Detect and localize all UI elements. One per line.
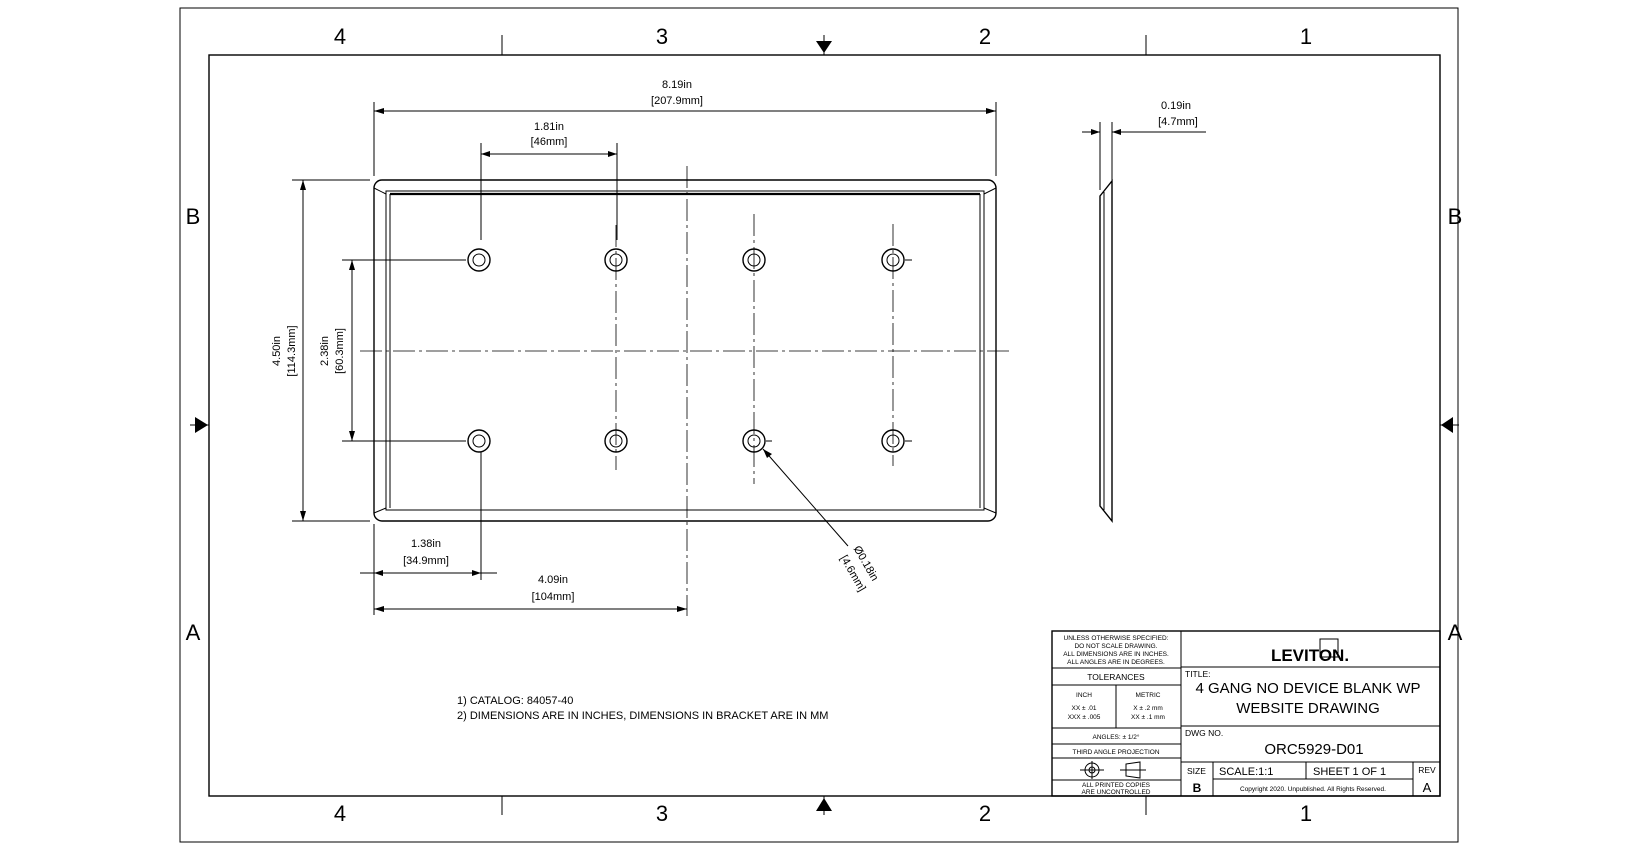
note-catalog: 1) CATALOG: 84057-40 (457, 695, 573, 707)
dim-overall-height-inch: 4.50in (271, 336, 283, 366)
screw-holes (467, 248, 912, 453)
tb-copyright: Copyright 2020. Unpublished. All Rights … (1240, 786, 1386, 793)
zone-col-top-4: 4 (334, 24, 346, 49)
zone-ticks (190, 35, 1459, 815)
dim-edge-to-center-inch: 4.09in (538, 574, 568, 586)
tb-unless-line-1: UNLESS OTHERWISE SPECIFIED: (1064, 635, 1169, 642)
third-angle-projection-icon (1080, 761, 1146, 779)
tb-rev-value: A (1423, 780, 1432, 795)
zone-col-bottom-3: 3 (656, 801, 668, 826)
tb-metric-tol-2: XX ± .1 mm (1131, 714, 1165, 721)
tb-tolerances-label: TOLERANCES (1087, 672, 1145, 682)
dim-overall-width-mm: [207.9mm] (651, 95, 703, 107)
zone-col-bottom-4: 4 (334, 801, 346, 826)
tb-title-line-1: 4 GANG NO DEVICE BLANK WP (1195, 680, 1420, 697)
zone-row-left-b: B (186, 204, 201, 229)
dim-hole-spacing-mm: [46mm] (531, 136, 568, 148)
screw-hole (467, 429, 491, 453)
screw-hole (604, 429, 628, 453)
screw-hole (742, 248, 766, 272)
tb-size-value: B (1193, 781, 1202, 795)
tb-rev-label: REV (1418, 765, 1436, 775)
leviton-logo-text: LEVITON. (1271, 646, 1349, 665)
centerlines (360, 166, 1012, 616)
dim-hole-vertical: 2.38in [60.3mm] (319, 259, 466, 442)
tb-metric-label: METRIC (1136, 692, 1161, 699)
tb-unless-line-3: ALL DIMENSIONS ARE IN INCHES. (1063, 651, 1169, 658)
dim-overall-width: 8.19in [207.9mm] (373, 79, 997, 176)
tb-angles: ANGLES: ± 1/2° (1093, 733, 1140, 741)
screw-hole (881, 248, 905, 272)
screw-hole (881, 429, 905, 453)
zone-col-top-1: 1 (1300, 24, 1312, 49)
zone-col-top-3: 3 (656, 24, 668, 49)
title-block (1051, 630, 1441, 797)
dim-hole-vertical-inch: 2.38in (319, 336, 331, 366)
tb-inch-tol-1: XX ± .01 (1072, 705, 1097, 712)
zone-row-right-a: A (1448, 620, 1463, 645)
dim-overall-height-mm: [114.3mm] (286, 325, 298, 376)
tb-metric-tol-1: X ± .2 mm (1133, 705, 1163, 712)
zone-col-bottom-2: 2 (979, 801, 991, 826)
dim-thickness: 0.19in [4.7mm] (1082, 100, 1206, 190)
zone-col-top-2: 2 (979, 24, 991, 49)
tb-scale: SCALE:1:1 (1219, 766, 1273, 778)
tb-inch-label: INCH (1076, 692, 1092, 699)
dim-thickness-inch: 0.19in (1161, 100, 1191, 112)
dim-edge-to-hole-mm: [34.9mm] (403, 555, 449, 567)
plate-front-view (373, 179, 997, 522)
dim-hole-spacing-inch: 1.81in (534, 121, 564, 133)
tb-unless-line-2: DO NOT SCALE DRAWING. (1074, 643, 1157, 650)
screw-hole (467, 248, 491, 272)
tb-printed-copies-1: ALL PRINTED COPIES (1082, 782, 1151, 789)
screw-hole (742, 429, 766, 453)
tb-dwg-no: ORC5929-D01 (1264, 741, 1363, 758)
dim-edge-to-hole-inch: 1.38in (411, 538, 441, 550)
tb-title-line-2: WEBSITE DRAWING (1236, 700, 1380, 717)
tb-sheet: SHEET 1 OF 1 (1313, 766, 1386, 778)
dim-edge-to-center: 4.09in [104mm] (374, 574, 687, 612)
zone-col-bottom-1: 1 (1300, 801, 1312, 826)
leviton-logo: LEVITON. (1271, 638, 1349, 665)
plate-side-view (1099, 179, 1113, 523)
dim-overall-width-inch: 8.19in (662, 79, 692, 91)
tb-dwg-no-label: DWG NO. (1185, 728, 1223, 738)
dim-overall-height: 4.50in [114.3mm] (271, 179, 370, 522)
dim-hole-spacing: 1.81in [46mm] (480, 121, 618, 240)
tb-projection: THIRD ANGLE PROJECTION (1072, 749, 1159, 756)
tb-title-label: TITLE: (1185, 669, 1211, 679)
zone-row-right-b: B (1448, 204, 1463, 229)
dim-edge-to-center-mm: [104mm] (532, 591, 575, 603)
tb-size-label: SIZE (1187, 766, 1206, 776)
dim-hole-vertical-mm: [60.3mm] (334, 328, 346, 374)
screw-hole (604, 248, 628, 272)
dim-thickness-mm: [4.7mm] (1158, 116, 1198, 128)
dim-edge-to-hole: 1.38in [34.9mm] (360, 452, 497, 615)
tb-printed-copies-2: ARE UNCONTROLLED (1082, 789, 1151, 796)
note-dimensions: 2) DIMENSIONS ARE IN INCHES, DIMENSIONS … (457, 710, 828, 722)
zone-row-left-a: A (186, 620, 201, 645)
tb-inch-tol-2: XXX ± .005 (1068, 714, 1101, 721)
tb-unless-line-4: ALL ANGLES ARE IN DEGREES. (1067, 659, 1165, 666)
